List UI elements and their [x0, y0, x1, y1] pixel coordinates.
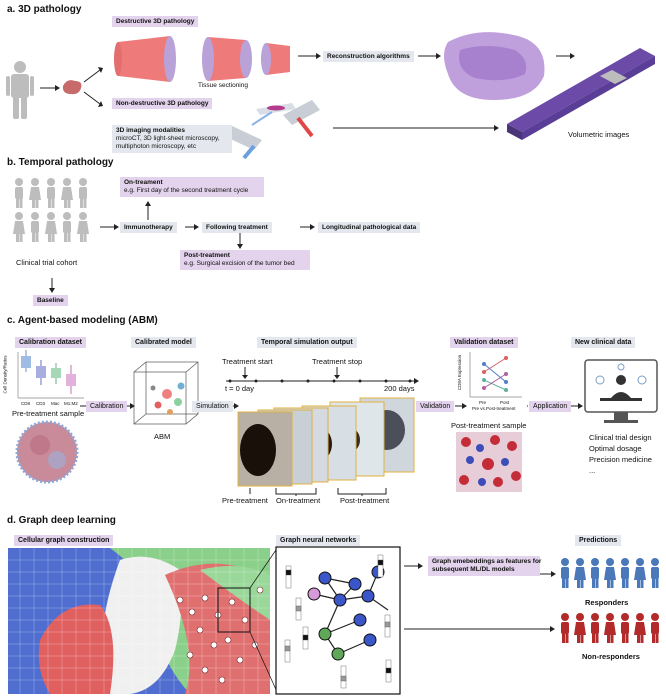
- post-treatment-bracket-label: Post-treatment: [340, 496, 390, 505]
- post-treatment-box: Post-treatment e.g. Surgical excision of…: [180, 250, 310, 270]
- nondestructive-3d-label: Non-destructive 3D pathology: [112, 98, 213, 109]
- posttreatment-sample-label: Post-treatment sample: [451, 421, 527, 430]
- tissue-sample-icon: [62, 80, 82, 95]
- post-treatment-title: Post-treatment: [184, 252, 230, 259]
- section-d-title: d. Graph deep learning: [7, 515, 116, 526]
- pre-treatment-bracket-label: Pre-treatment: [222, 496, 268, 505]
- gnn-header: Graph neural networks: [276, 535, 361, 546]
- nonresponders-label: Non-responders: [582, 652, 640, 661]
- calibration-boxplot: [17, 350, 84, 399]
- nonresponder-icons: [561, 613, 659, 643]
- validation-chart-x2: Post: [500, 400, 510, 405]
- reconstruction-algorithms-box: Reconstruction algorithms: [323, 51, 414, 62]
- volumetric-images-label: Volumetric images: [568, 130, 630, 139]
- modalities-title: 3D imaging modalities: [116, 127, 185, 134]
- responders-label: Responders: [585, 598, 629, 607]
- monitor-icon: [584, 359, 658, 423]
- imaging-modalities-box: 3D imaging modalities microCT, 3D light-…: [112, 125, 232, 153]
- use-item: Clinical trial design: [589, 433, 652, 442]
- boxplot-xlabel-mac: Mac: [51, 401, 60, 406]
- baseline-box: Baseline: [33, 295, 68, 306]
- treatment-start-label: Treatment start: [222, 357, 273, 366]
- use-item: Optimal dosage: [589, 444, 642, 453]
- validation-chart: [469, 352, 522, 398]
- boxplot-xlabel-cd3: CD3: [36, 401, 46, 406]
- boxplot-xlabel-m1m2: M1:M2: [64, 401, 78, 406]
- person-icon: [6, 61, 34, 119]
- section-c-title: c. Agent-based modeling (ABM): [7, 315, 158, 326]
- use-item: ...: [589, 466, 596, 475]
- immunotherapy-box: Immunotherapy: [120, 222, 177, 233]
- section-b-title: b. Temporal pathology: [7, 157, 114, 168]
- calibration-dataset-header: Calibration dataset: [15, 337, 87, 348]
- on-treatment-desc: e.g. First day of the second treatment c…: [124, 187, 249, 194]
- volumetric-image-bar: [507, 48, 655, 140]
- gnn-graph: [307, 565, 389, 661]
- pretreatment-sample-label: Pre-treatment sample: [12, 409, 85, 418]
- patient-cohort-icons: [13, 178, 89, 242]
- tissue-section-cylinders: [114, 36, 290, 82]
- predictions-header: Predictions: [575, 535, 622, 546]
- on-treatment-bracket-label: On-treatment: [276, 496, 321, 505]
- modalities-line2: multiphoton microscopy, etc: [116, 143, 197, 150]
- calibration-box: Calibration: [86, 401, 128, 412]
- cellular-tissue-map: [8, 548, 270, 694]
- embeddings-line1: Graph emebeddings as features for: [432, 558, 542, 565]
- on-treatment-box: On-treament e.g. First day of the second…: [120, 177, 264, 197]
- validation-chart-x1: Pre: [479, 400, 487, 405]
- simulation-frames: [237, 397, 415, 487]
- modalities-line1: microCT, 3D light-sheet microscopy,: [116, 135, 220, 142]
- t0-label: t = 0 day: [225, 384, 254, 393]
- abm-cube: [133, 361, 199, 425]
- cell-graph-nodes: [176, 586, 264, 684]
- cellular-graph-header: Cellular graph construction: [14, 535, 114, 546]
- section-a-title: a. 3D pathology: [7, 4, 82, 15]
- destructive-3d-label: Destructive 3D pathology: [112, 16, 199, 27]
- post-treatment-desc: e.g. Surgical excision of the tumor bed: [184, 260, 295, 267]
- t200-label: 200 days: [384, 384, 415, 393]
- treatment-stop-label: Treatment stop: [312, 357, 363, 366]
- use-item: Precision medicine: [589, 455, 652, 464]
- validation-dataset-header: Validation dataset: [450, 337, 518, 348]
- following-treatment-box: Following treatment: [202, 222, 272, 233]
- validation-box: Validation: [416, 401, 455, 412]
- feature-vectors: [284, 554, 392, 689]
- abm-label: ABM: [154, 432, 171, 441]
- tissue-sectioning-label: Tissue sectioning: [198, 82, 248, 89]
- simulation-box: Simulation: [192, 401, 233, 412]
- temporal-output-header: Temporal simulation output: [257, 337, 357, 348]
- timeline-ticks: [228, 379, 412, 383]
- clinical-trial-cohort-label: Clinical trial cohort: [16, 258, 78, 267]
- responder-icons: [561, 558, 659, 588]
- microscope-icon: [222, 100, 320, 160]
- on-treatment-title: On-treament: [124, 179, 163, 186]
- posttreatment-sample-image: [456, 432, 522, 492]
- graph-embeddings-box: Graph emebeddings as features for subseq…: [428, 556, 542, 576]
- boxplot-xlabel-cd8: CD8: [21, 401, 31, 406]
- application-box: Application: [529, 401, 572, 412]
- calibrated-model-header: Calibrated model: [131, 337, 196, 348]
- embeddings-line2: subsequent ML/DL models: [432, 566, 515, 573]
- new-clinical-data-header: New clinical data: [571, 337, 636, 348]
- longitudinal-data-box: Longitudinal pathological data: [318, 222, 421, 233]
- clinical-uses-list: Clinical trial design Optimal dosage Pre…: [589, 432, 652, 476]
- validation-chart-xlabel: Pre vs.Post-treatment: [472, 406, 516, 411]
